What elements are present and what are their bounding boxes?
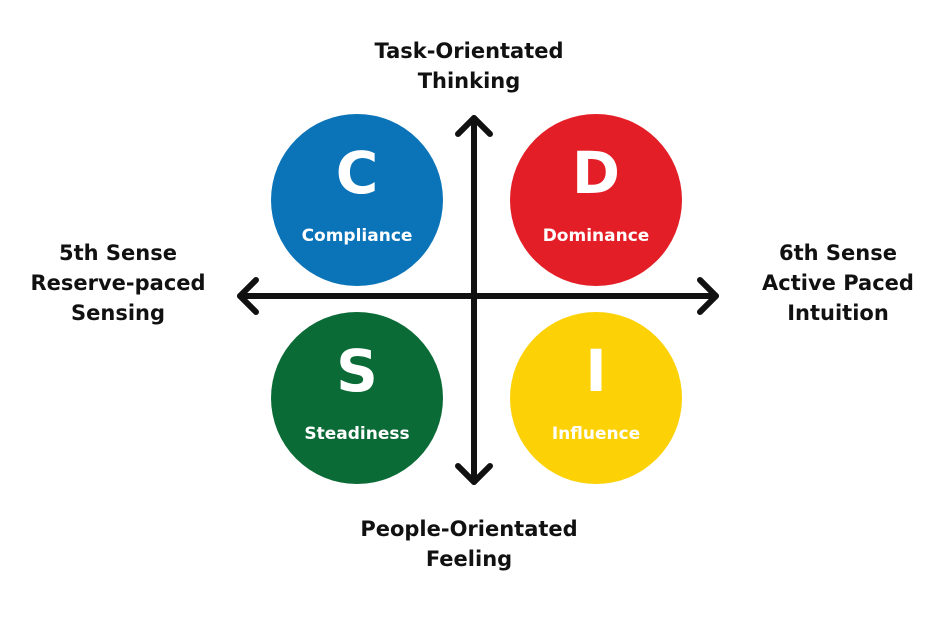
- arrow-down-icon: [455, 463, 493, 485]
- axis-label-right: 6th Sense Active Paced Intuition: [738, 238, 938, 328]
- dominance-letter: D: [571, 139, 621, 207]
- axis-label-left-line-2: Reserve-paced: [30, 271, 206, 295]
- axis-label-right-line-2: Active Paced: [762, 271, 914, 295]
- arrow-left-icon: [237, 277, 259, 315]
- compliance-circle: C Compliance: [271, 114, 443, 286]
- axis-label-bottom-line-2: Feeling: [425, 547, 513, 571]
- steadiness-circle: S Steadiness: [271, 312, 443, 484]
- steadiness-letter: S: [336, 337, 378, 405]
- influence-label: Influence: [551, 424, 641, 444]
- steadiness-label: Steadiness: [304, 424, 410, 444]
- axis-label-top-line-2: Thinking: [417, 69, 521, 93]
- dominance-label: Dominance: [542, 226, 650, 246]
- axis-label-left-line-1: 5th Sense: [59, 241, 177, 265]
- arrow-right-icon: [697, 277, 719, 315]
- axis-label-right-line-1: 6th Sense: [779, 241, 897, 265]
- axis-label-left-line-3: Sensing: [71, 301, 165, 325]
- axis-label-top-line-1: Task-Orientated: [374, 39, 564, 63]
- compliance-letter: C: [335, 139, 379, 207]
- influence-letter: I: [585, 337, 607, 405]
- axis-label-top: Task-Orientated Thinking: [334, 36, 604, 96]
- axis-label-bottom-line-1: People-Orientated: [360, 517, 578, 541]
- axis-label-right-line-3: Intuition: [787, 301, 889, 325]
- axis-label-left: 5th Sense Reserve-paced Sensing: [0, 238, 236, 328]
- dominance-circle: D Dominance: [510, 114, 682, 286]
- influence-circle: I Influence: [510, 312, 682, 484]
- compliance-label: Compliance: [301, 226, 413, 246]
- arrow-up-icon: [455, 115, 493, 137]
- axis-label-bottom: People-Orientated Feeling: [334, 514, 604, 574]
